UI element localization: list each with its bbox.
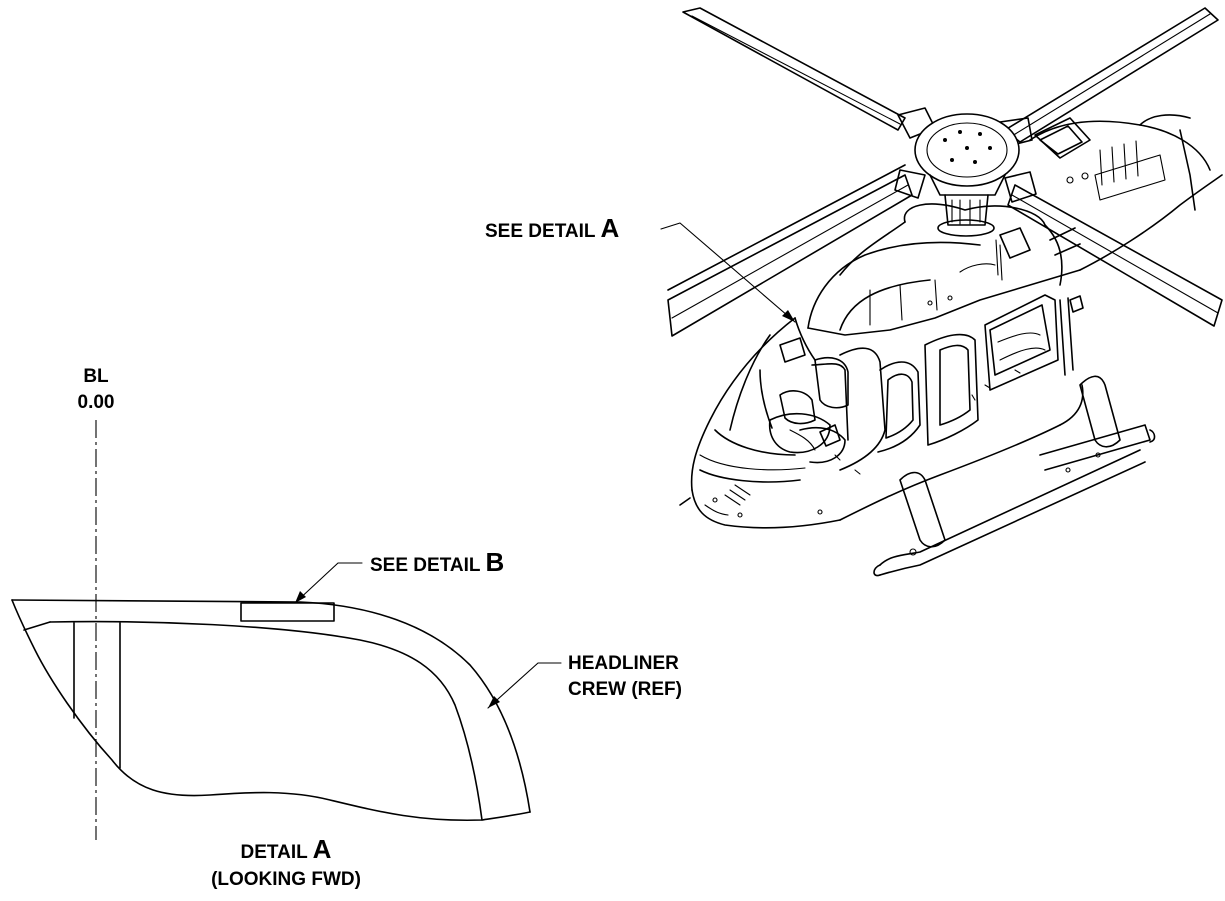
looking-fwd-label: (LOOKING FWD) xyxy=(211,869,361,890)
see-detail-b-label: SEE DETAIL B xyxy=(370,547,504,577)
detail-b-box xyxy=(240,602,335,622)
landing-skids xyxy=(873,375,1156,577)
rotor-hub xyxy=(914,113,1020,237)
fuselage xyxy=(679,174,1223,529)
headliner-ref-label: CREW (REF) xyxy=(568,679,682,700)
helicopter-illustration xyxy=(660,7,1223,577)
detail-a-view xyxy=(11,420,562,840)
see-detail-a-label: SEE DETAIL A xyxy=(485,213,619,243)
detail-a-title: DETAIL A xyxy=(241,834,332,864)
main-rotor-blades xyxy=(667,7,1223,337)
cockpit-seats xyxy=(768,356,861,475)
bl-label: BL xyxy=(83,366,109,387)
leader-line-headliner xyxy=(487,662,562,709)
leader-line-detail-b xyxy=(294,562,363,604)
bl-value: 0.00 xyxy=(78,392,115,413)
leader-line-detail-a xyxy=(660,222,796,323)
headliner-label: HEADLINER xyxy=(568,653,679,674)
cowling xyxy=(839,114,1211,286)
